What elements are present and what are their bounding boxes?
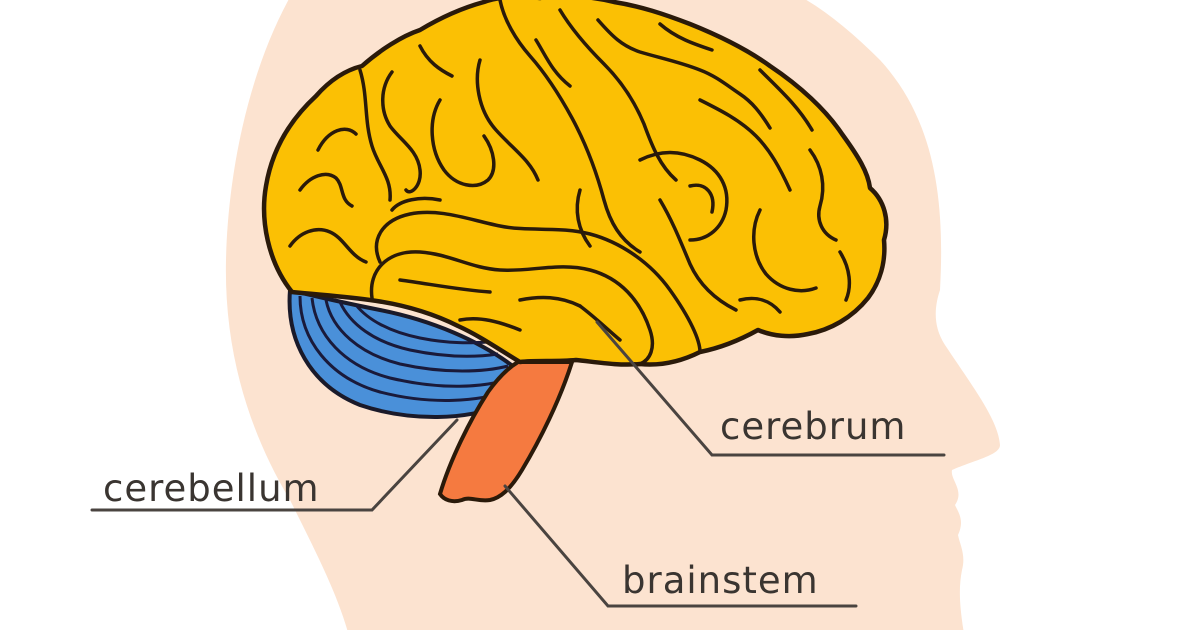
- cerebrum-leader-line: [595, 320, 946, 457]
- cerebrum-label: cerebrum: [720, 405, 907, 448]
- cerebellum-label: cerebellum: [103, 467, 320, 510]
- brainstem-label: brainstem: [622, 559, 819, 602]
- cerebrum: [261, 0, 889, 367]
- cerebellum-leader-line: [90, 418, 459, 512]
- leader-lines: [90, 320, 946, 608]
- brainstem: [437, 360, 575, 504]
- brainstem-leader-line: [503, 484, 858, 608]
- cerebellum: [287, 287, 523, 419]
